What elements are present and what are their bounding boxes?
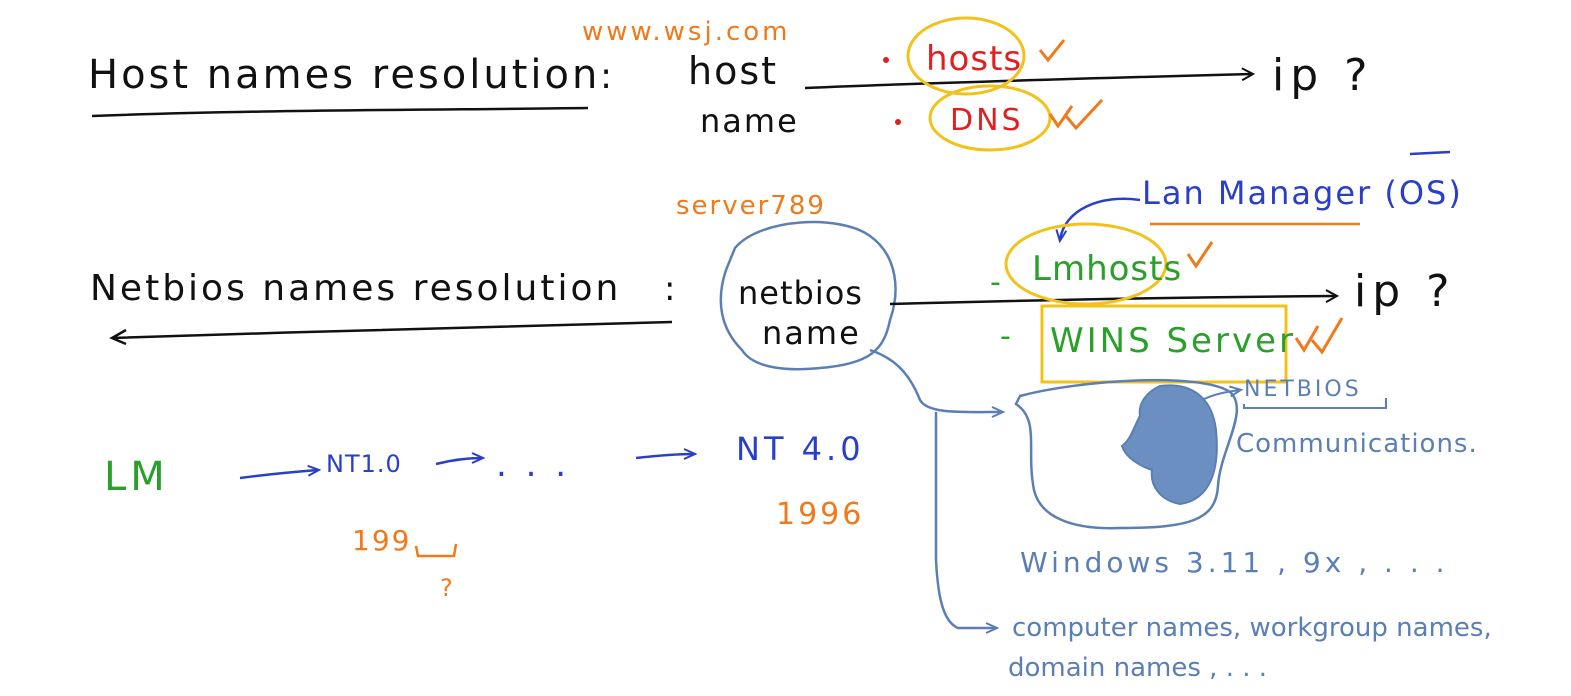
windows-note: Windows 3.11 , 9x , . . . <box>1020 546 1449 579</box>
timeline-dots: . . . <box>496 445 570 485</box>
netbios-dash-1: - <box>990 265 1001 300</box>
hosts-highlight-circle <box>906 16 1026 96</box>
year-blank-bracket <box>414 543 458 558</box>
netbios-subject-line2: name <box>762 314 861 352</box>
netbios-dash-2: - <box>1000 319 1011 354</box>
timeline-year-unknown: ? <box>440 574 453 602</box>
timeline-arrow-1 <box>239 470 318 480</box>
host-label-underline <box>91 106 589 118</box>
host-method-dns: DNS <box>950 103 1024 138</box>
netbios-colon: : <box>664 269 675 309</box>
host-bullet-2 <box>895 119 901 125</box>
comm-region-arrow <box>1201 390 1240 401</box>
checkmark-icon <box>1186 241 1214 269</box>
cloud-to-windows-connector <box>869 348 1002 412</box>
netbios-target: ip ? <box>1354 266 1456 317</box>
timeline-lm: LM <box>104 454 169 500</box>
netbios-comm-line2: Communications. <box>1236 429 1478 459</box>
netbios-label-underline <box>111 320 673 340</box>
host-colon: : <box>600 56 612 97</box>
names-list-line1: computer names, workgroup names, <box>1012 613 1492 643</box>
timeline-arrow-3 <box>635 454 694 458</box>
netbios-comm-bracket <box>1243 398 1387 409</box>
host-resolution-arrow <box>804 74 1252 90</box>
names-list-line2: domain names , . . . <box>1008 653 1267 683</box>
host-example: www.wsj.com <box>582 17 791 47</box>
netbios-resolution-arrow <box>889 296 1336 306</box>
netbios-comm-line1: NETBIOS <box>1244 377 1362 402</box>
timeline-nt1: NT1.0 <box>326 450 402 478</box>
timeline-arrow-2 <box>435 458 482 466</box>
lmhosts-highlight-circle <box>1004 222 1168 306</box>
host-subject-line1: host <box>688 49 778 93</box>
host-target: ip ? <box>1272 50 1374 101</box>
checkmark-icon <box>1038 39 1066 63</box>
netbios-example: server789 <box>676 191 826 221</box>
timeline-nt4: NT 4.0 <box>736 430 865 468</box>
netbios-subject-line1: netbios <box>738 274 863 312</box>
wins-highlight-box <box>1040 304 1288 384</box>
netbios-method-lmhosts: Lmhosts <box>1032 249 1182 289</box>
timeline-year-nt4: 1996 <box>776 497 864 532</box>
host-subject-line2: name <box>700 102 799 140</box>
netbios-section-label: Netbios names resolution <box>90 268 621 309</box>
timeline-year-nt1: 199 <box>352 524 411 557</box>
host-method-hosts: hosts <box>926 39 1022 79</box>
os-to-lmhosts-arrow <box>1060 197 1141 240</box>
netbios-underline-arrowhead <box>109 328 127 346</box>
cloud-to-names-connector <box>934 412 996 628</box>
netbios-comm-region <box>1120 384 1218 506</box>
double-checkmark-icon <box>1294 317 1344 355</box>
host-bullet-1 <box>883 57 889 63</box>
double-checkmark-icon <box>1048 98 1104 131</box>
netbios-method-wins: WINS Server <box>1050 321 1296 361</box>
dns-highlight-circle <box>928 84 1052 152</box>
windows-os-blob <box>1014 378 1239 530</box>
os-label: Lan Manager (OS) <box>1142 174 1463 212</box>
host-section-label: Host names resolution <box>88 52 600 98</box>
netbios-name-cloud <box>719 220 897 371</box>
os-label-overline <box>1409 150 1451 156</box>
